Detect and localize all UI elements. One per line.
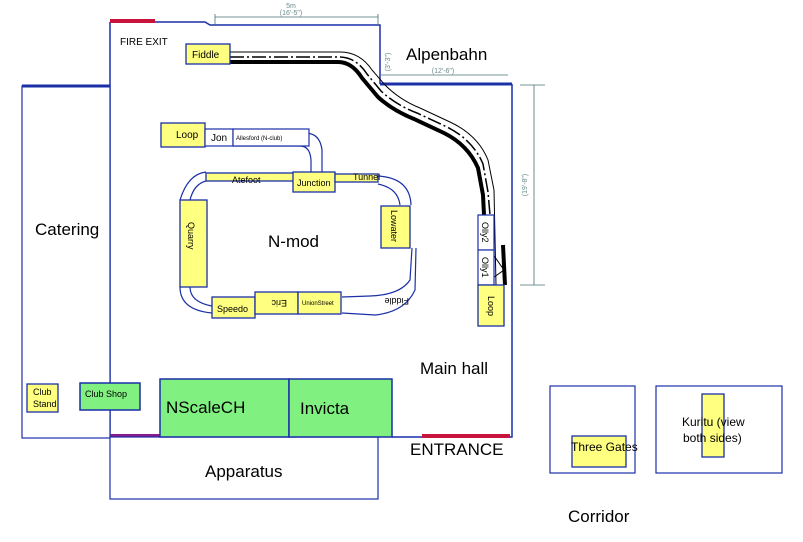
svg-text:(12'-6"): (12'-6"): [432, 68, 455, 75]
alpenbahn-track: [230, 51, 507, 286]
allesford-module: [232, 128, 310, 147]
svg-text:Fiddle: Fiddle: [192, 50, 220, 61]
svg-text:NScaleCH: NScaleCH: [166, 398, 245, 417]
tunnel-module: [334, 173, 379, 183]
svg-text:Tunnel: Tunnel: [353, 172, 380, 182]
west-wall: [109, 22, 160, 438]
quarry-module: [179, 199, 208, 288]
nmod-label: N-mod: [268, 232, 319, 251]
svg-text:Loop: Loop: [176, 130, 199, 141]
entrance-label: ENTRANCE: [410, 440, 504, 459]
unionstreet-module: [297, 291, 342, 315]
svg-text:Allesford (N-club): Allesford (N-club): [236, 136, 282, 142]
three-gates-stand: [571, 435, 627, 468]
club-shop-stand: [79, 382, 141, 411]
apparatus-room: [109, 436, 379, 500]
svg-text:Eric: Eric: [271, 298, 287, 308]
dimension-lines: 5m (16'-5") (12'-6") (3'-3") (19'-8"): [214, 3, 545, 286]
fiddle-top-module: [185, 43, 231, 65]
svg-text:Quarry: Quarry: [186, 222, 196, 250]
lowater-module: [380, 205, 411, 249]
kuritu-stand: [701, 393, 725, 458]
svg-text:Kuritu (view: Kuritu (view: [682, 415, 745, 429]
svg-text:Invicta: Invicta: [300, 399, 350, 418]
svg-text:UnionStreet: UnionStreet: [302, 301, 334, 307]
svg-text:Atefoot: Atefoot: [232, 175, 261, 185]
svg-text:(3'-3"): (3'-3"): [385, 53, 392, 72]
svg-text:(19'-8"): (19'-8"): [522, 174, 529, 197]
svg-text:Loop: Loop: [486, 296, 496, 316]
loop-left-module: [160, 122, 206, 148]
catering-room: [21, 85, 111, 439]
main-hall-label: Main hall: [420, 359, 488, 378]
svg-text:Fiddle: Fiddle: [384, 296, 409, 306]
svg-text:Junction: Junction: [297, 178, 331, 188]
corridor-label: Corridor: [568, 507, 630, 526]
svg-text:Olly2: Olly2: [480, 222, 490, 243]
svg-text:Lowater: Lowater: [389, 210, 399, 242]
catering-label: Catering: [35, 220, 99, 239]
north-wall: [110, 21, 381, 84]
svg-text:Stand: Stand: [33, 399, 57, 409]
apparatus-label: Apparatus: [205, 462, 283, 481]
svg-text:Three Gates: Three Gates: [571, 440, 638, 454]
svg-text:Club: Club: [33, 387, 52, 397]
alpenbahn-label: Alpenbahn: [406, 45, 487, 64]
svg-text:Jon: Jon: [211, 133, 227, 144]
svg-text:5m: 5m: [286, 3, 296, 10]
svg-text:Club Shop: Club Shop: [85, 389, 127, 399]
invicta-stand: [288, 378, 393, 438]
svg-text:Olly1: Olly1: [480, 257, 490, 278]
svg-text:(16'-5"): (16'-5"): [280, 10, 303, 17]
club-stand: [26, 383, 59, 413]
fire-exit-label: FIRE EXIT: [120, 37, 168, 48]
svg-text:both sides): both sides): [683, 431, 742, 445]
loop-right-module: [477, 284, 505, 327]
svg-text:Speedo: Speedo: [217, 304, 248, 314]
